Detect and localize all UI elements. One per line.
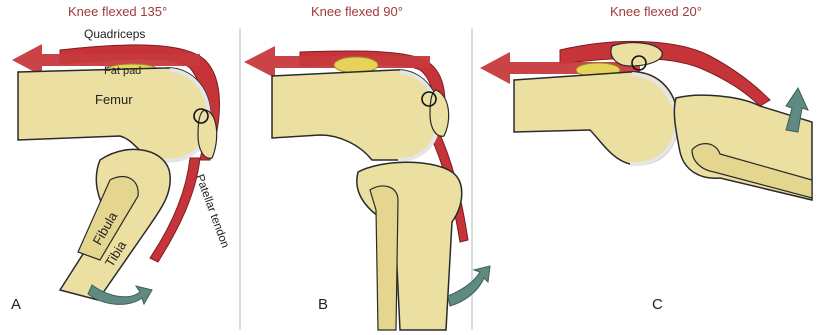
- patella-bone: [430, 90, 449, 136]
- patellar-tendon-label: Patellar tendon: [193, 173, 231, 250]
- panel-a-letter: A: [11, 296, 21, 313]
- patella-bone: [611, 43, 662, 66]
- panel-c-diagram: [480, 41, 812, 200]
- panel-c-letter: C: [652, 296, 663, 313]
- femur-bone: [18, 68, 210, 161]
- tibia-rotation-arrow: [448, 266, 490, 306]
- tibia-bone: [357, 162, 462, 330]
- femur-bone: [514, 72, 678, 165]
- femur-label: Femur: [95, 92, 133, 107]
- panel-b-diagram: [244, 46, 490, 330]
- femur-bone: [272, 70, 440, 160]
- fat-pad-label: Fat pad: [104, 65, 141, 77]
- quadriceps-label: Quadriceps: [84, 27, 145, 41]
- panel-b-letter: B: [318, 296, 328, 313]
